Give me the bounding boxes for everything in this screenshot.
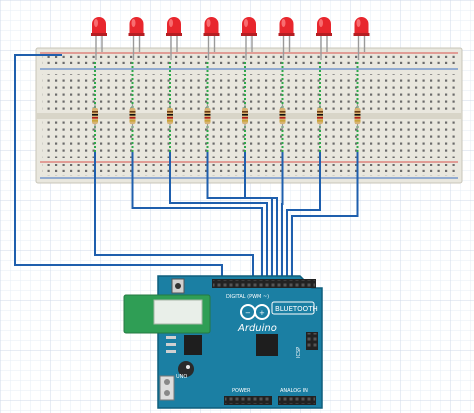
power-connector	[159, 375, 175, 401]
board-model: BLUETOOTH	[275, 305, 318, 313]
led-8	[353, 17, 370, 152]
wire-led-7	[286, 150, 321, 279]
model-badge: BLUETOOTH	[271, 301, 318, 315]
capacitor	[178, 361, 194, 377]
arduino-board: DIGITAL (PWM ~) − + Arduino BLUETOOTH IC…	[123, 275, 323, 409]
led-5	[241, 17, 257, 152]
wire-led-4	[206, 150, 273, 279]
resistor-5	[242, 104, 248, 130]
led-3	[166, 17, 182, 152]
led-1	[91, 17, 107, 152]
led-4	[203, 17, 220, 152]
resistor-2	[129, 104, 136, 130]
resistor-7	[317, 104, 323, 130]
power-rail-bottom	[42, 164, 456, 176]
breadboard	[35, 47, 463, 184]
board-name: Arduino	[237, 323, 277, 334]
led-body	[167, 17, 181, 34]
led-7	[316, 17, 332, 152]
microcontroller-chip	[256, 334, 278, 356]
terminal-strip-bottom	[42, 121, 456, 158]
svg-text:+: +	[259, 309, 265, 317]
resistor-1	[92, 104, 98, 130]
analog-label: ANALOG IN	[280, 388, 308, 394]
led-body	[204, 17, 219, 34]
digital-label: DIGITAL (PWM ~)	[226, 294, 269, 300]
resistor-4	[204, 104, 211, 130]
led-body	[92, 17, 106, 34]
power-rail-top	[42, 55, 456, 67]
center-channel	[36, 113, 462, 119]
resistor-3	[167, 104, 173, 130]
svg-text:−: −	[245, 309, 251, 317]
voltage-regulator	[184, 335, 202, 355]
wire-led-6	[281, 150, 284, 279]
wires	[14, 54, 359, 279]
led-body	[242, 17, 256, 34]
resistor-8	[354, 104, 361, 130]
led-array	[91, 17, 370, 152]
arduino-logo: − +	[240, 304, 270, 320]
led-6	[278, 17, 295, 152]
led-body	[354, 17, 369, 34]
led-body	[279, 17, 294, 34]
wire-led-8	[291, 150, 359, 279]
wire-ground	[14, 54, 223, 279]
icsp-label: ICSP	[296, 347, 302, 358]
wire-led-3	[169, 150, 268, 279]
wire-led-2	[131, 150, 263, 279]
power-label: POWER	[232, 388, 251, 394]
led-body	[129, 17, 144, 34]
led-2	[128, 17, 145, 152]
resistor-6	[279, 104, 286, 130]
led-body	[317, 17, 331, 34]
wire-led-5	[244, 150, 278, 279]
uno-label: UNO	[176, 374, 187, 380]
terminal-strip-top	[42, 74, 456, 111]
wire-led-1	[94, 150, 254, 279]
